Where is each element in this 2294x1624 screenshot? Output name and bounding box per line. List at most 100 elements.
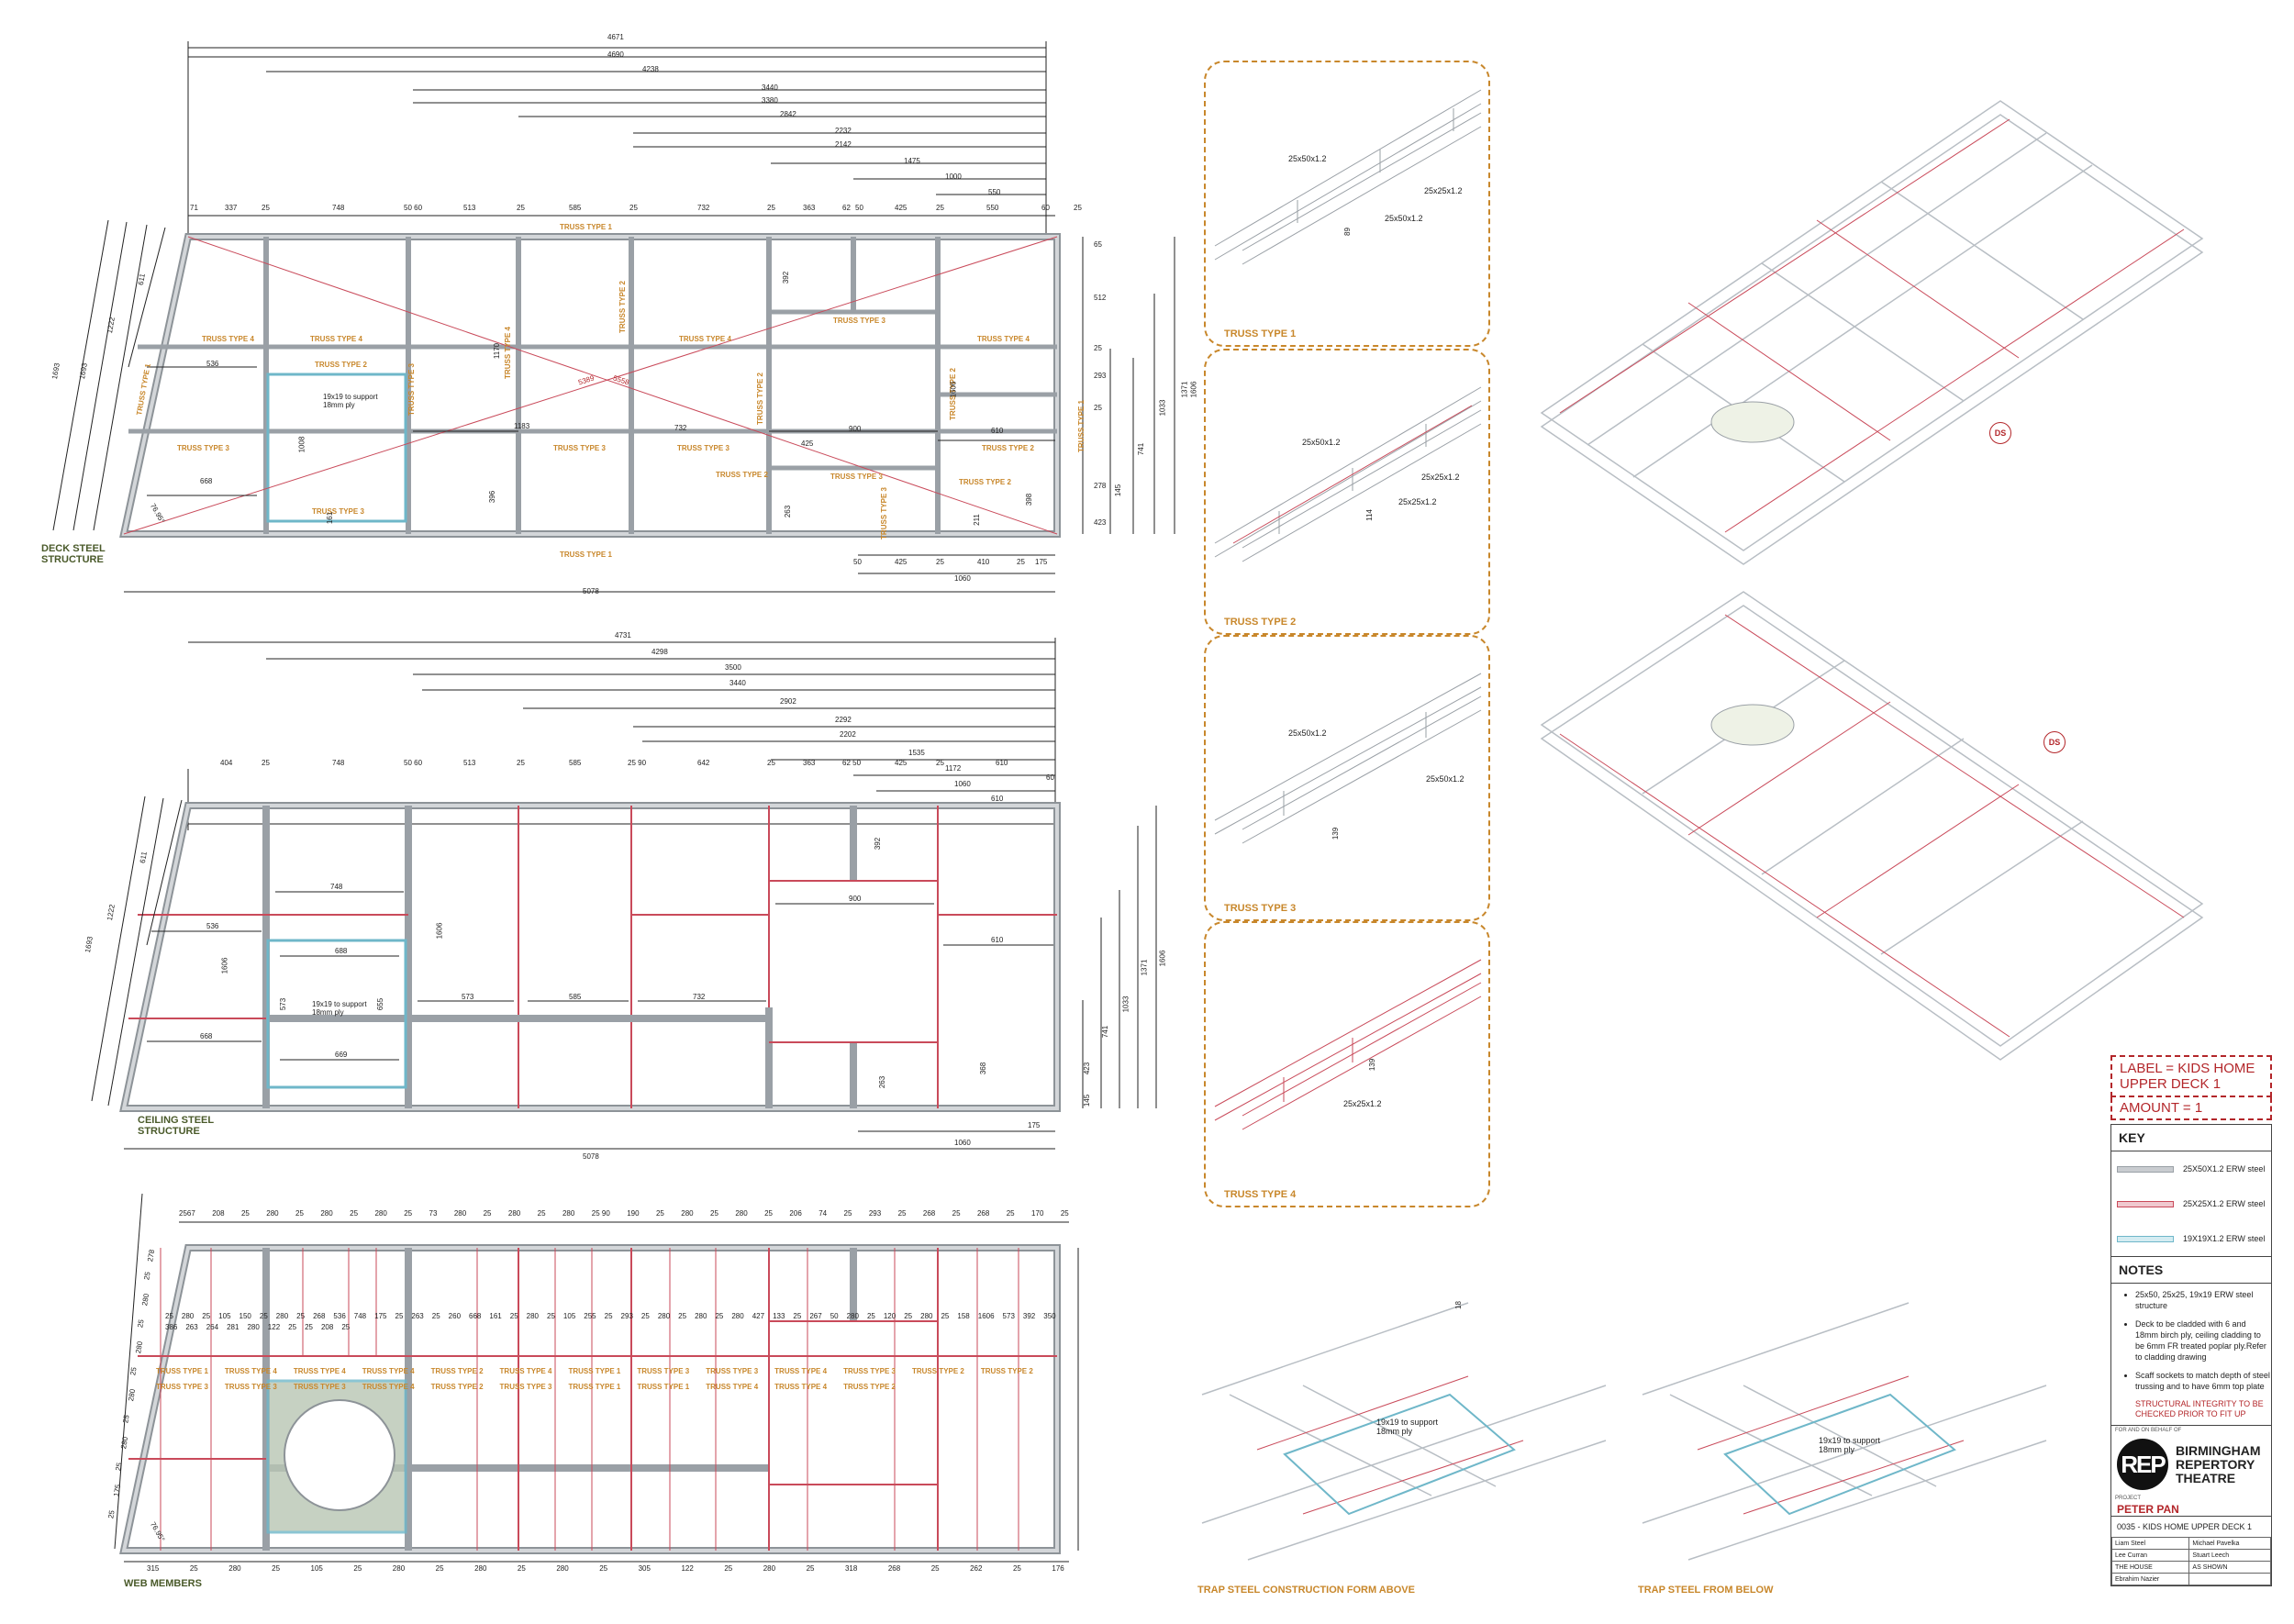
span-label: 337 bbox=[225, 204, 238, 212]
dim-label: 293 bbox=[1094, 372, 1107, 380]
span-label: 50 60 bbox=[404, 204, 423, 212]
dim-label: 114 bbox=[1364, 509, 1374, 521]
credit-cell: Stuart Leech bbox=[2188, 1549, 2271, 1562]
ceiling-title: CEILING STEEL STRUCTURE bbox=[138, 1115, 215, 1137]
dim-label: 73 bbox=[429, 1209, 438, 1218]
key-label: 25X50X1.2 ERW steel bbox=[2183, 1164, 2266, 1174]
dim-label: 105 bbox=[562, 1312, 576, 1320]
truss-label: TRUSS TYPE 4 bbox=[310, 335, 362, 343]
truss-label: TRUSS TYPE 1 bbox=[560, 551, 612, 559]
note-item: Deck to be cladded with 6 and 18mm birch… bbox=[2135, 1318, 2271, 1363]
dim-label: 423 bbox=[1083, 1062, 1092, 1075]
truss-label: TRUSS TYPE 2 bbox=[959, 478, 1011, 486]
truss-label: TRUSS TYPE 1 bbox=[156, 1367, 208, 1375]
dim-label: 280 bbox=[266, 1209, 279, 1218]
dim-label: 1060 bbox=[954, 780, 971, 788]
dim-label: 264 bbox=[206, 1323, 219, 1331]
span-label: 50 60 bbox=[404, 759, 423, 767]
dim-label: 425 bbox=[895, 558, 908, 566]
label-box: LABEL = KIDS HOME UPPER DECK 1 bbox=[2110, 1055, 2272, 1097]
dim-label: 255 bbox=[584, 1312, 596, 1320]
spec-note: 25x50x1.2 bbox=[1288, 154, 1327, 163]
dim-label: 25 bbox=[296, 1312, 306, 1320]
dim-label: 176 bbox=[1052, 1564, 1064, 1573]
dim-label: 25 bbox=[547, 1312, 555, 1320]
spec-note: 25x25x1.2 bbox=[1343, 1099, 1382, 1108]
dim-label: 25 bbox=[136, 1318, 146, 1329]
dim-label: 610 bbox=[991, 936, 1004, 944]
dim-label: 1183 bbox=[514, 422, 530, 430]
credit-cell: Ebrahim Nazier bbox=[2110, 1573, 2190, 1585]
dim-label: 25 bbox=[240, 1209, 250, 1218]
dim-label: 280 bbox=[374, 1209, 387, 1218]
drawing-title: 0035 - KIDS HOME UPPER DECK 1 bbox=[2111, 1516, 2271, 1537]
dim-label: 392 bbox=[1022, 1312, 1036, 1320]
notes-section: NOTES 25x50, 25x25, 19x19 ERW steel stru… bbox=[2110, 1257, 2272, 1426]
dim-label: 4298 bbox=[651, 648, 668, 656]
truss-title: TRUSS TYPE 3 bbox=[1224, 903, 1297, 914]
dim-label: 25 bbox=[806, 1564, 815, 1573]
dim-label: 1535 bbox=[908, 749, 925, 757]
dim-label: 280 bbox=[392, 1564, 406, 1573]
dim-label: 175 bbox=[1028, 1121, 1041, 1129]
dim-label: 25 bbox=[1060, 1209, 1069, 1218]
trap-below-title: TRAP STEEL FROM BELOW bbox=[1638, 1585, 1774, 1596]
dim-label: 25 bbox=[866, 1312, 875, 1320]
dim-label: 25 bbox=[431, 1312, 440, 1320]
dim-label: 25 bbox=[843, 1209, 852, 1218]
dim-label: 386 bbox=[165, 1323, 178, 1331]
dim-label: 175 bbox=[1035, 558, 1048, 566]
dim-label: 550 bbox=[988, 188, 1001, 196]
dim-label: 139 bbox=[1368, 1058, 1377, 1072]
dim-label: 25 bbox=[930, 1564, 940, 1573]
dim-label: 280 bbox=[846, 1312, 859, 1320]
dim-label: 1693 bbox=[77, 362, 89, 381]
dim-label: 280 bbox=[562, 1209, 575, 1218]
dim-label: 281 bbox=[227, 1323, 239, 1331]
dim-label: 268 bbox=[313, 1312, 326, 1320]
truss-label: TRUSS TYPE 2 bbox=[430, 1383, 484, 1391]
dim-label: 305 bbox=[638, 1564, 651, 1573]
credit-cell bbox=[2188, 1573, 2271, 1585]
trap-below-drawing bbox=[1642, 1302, 2047, 1561]
dim-label: 280 bbox=[127, 1388, 138, 1402]
dim-label: 25 bbox=[435, 1564, 444, 1573]
dim-label: 1060 bbox=[954, 574, 971, 583]
truss-label: TRUSS TYPE 2 bbox=[911, 1367, 964, 1375]
dim-label: 25 bbox=[1094, 344, 1102, 352]
span-label: 25 bbox=[517, 759, 525, 767]
dim-label: 25 bbox=[128, 1366, 139, 1376]
dim-label: 425 bbox=[801, 439, 814, 448]
dim-label: 293 bbox=[868, 1209, 882, 1218]
dim-label: 280 bbox=[140, 1293, 151, 1307]
steel-swatch bbox=[2117, 1165, 2174, 1173]
deck-annotations: 4671 4690 4238 3440 3380 2842 2232 2142 … bbox=[0, 0, 1197, 642]
dim-label: 5078 bbox=[583, 587, 599, 595]
dim-label: 105 bbox=[218, 1312, 231, 1320]
span-label: 50 bbox=[855, 204, 863, 212]
dim-label: 1060 bbox=[954, 1139, 971, 1147]
dim-label: 368 bbox=[979, 1062, 988, 1075]
dim-label: 263 bbox=[784, 505, 793, 518]
dim-label: 392 bbox=[782, 271, 791, 284]
dim-label: 50 bbox=[830, 1312, 839, 1320]
dim-label: 669 bbox=[335, 1051, 348, 1059]
dim-label: 25 bbox=[1012, 1564, 1021, 1573]
span-label: 732 bbox=[697, 204, 710, 212]
spec-note: 25x50x1.2 bbox=[1426, 774, 1464, 784]
span-label: 642 bbox=[697, 759, 710, 767]
dim-label: 211 bbox=[972, 514, 981, 526]
key-row: 19X19X1.2 ERW steel bbox=[2111, 1221, 2271, 1256]
truss-label: TRUSS TYPE 3 bbox=[293, 1383, 346, 1391]
dim-label: 1371 bbox=[1140, 959, 1149, 976]
truss-label: TRUSS TYPE 1 bbox=[568, 1383, 621, 1391]
dim-label: 280 bbox=[275, 1312, 289, 1320]
dim-label: 315 bbox=[147, 1564, 160, 1573]
dim-label: 398 bbox=[1025, 493, 1034, 506]
dim-label: 25 bbox=[678, 1312, 687, 1320]
dim-label: 668 bbox=[200, 477, 213, 485]
dim-label: 280 bbox=[119, 1436, 130, 1450]
dim-label: 2567 bbox=[179, 1209, 195, 1218]
dim-label: 688 bbox=[335, 947, 348, 955]
truss-4-drawing bbox=[1214, 959, 1482, 1130]
